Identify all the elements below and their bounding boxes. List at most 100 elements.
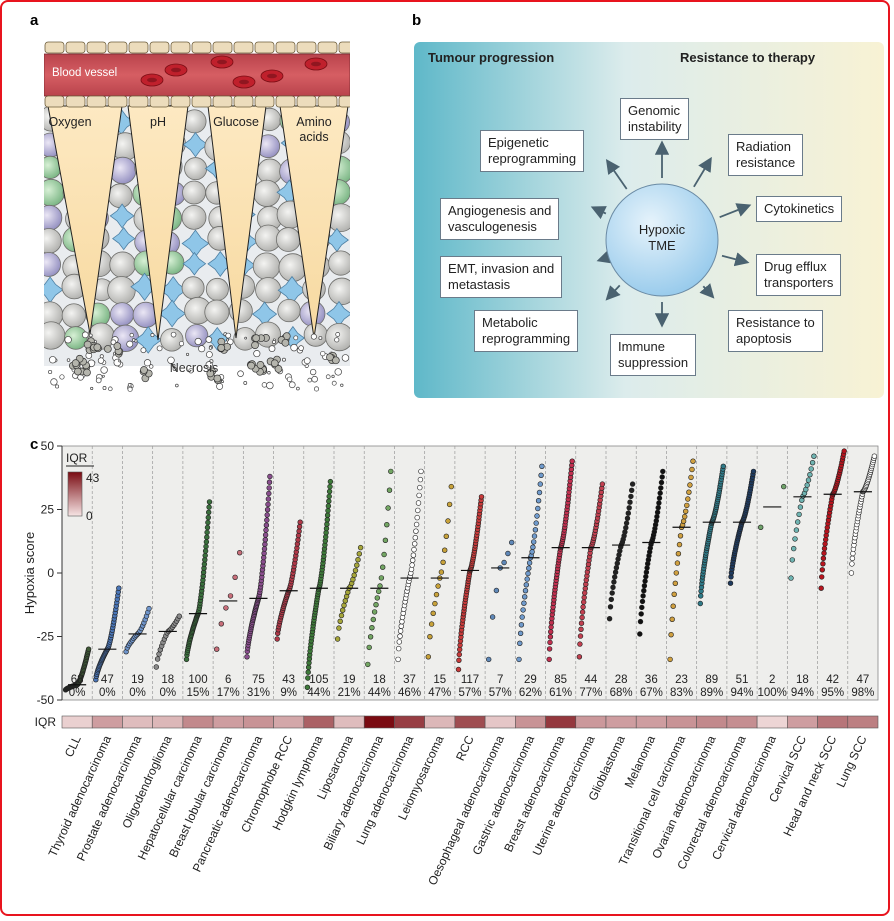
panel-label-a: a: [30, 12, 39, 29]
box-epigenetic-reprogramming: Epigenetic reprogramming: [480, 130, 585, 172]
sample-point: [523, 582, 529, 588]
hypoxic-tme-consequences-diagram: Tumour progression Resistance to therapy…: [410, 38, 890, 398]
sample-point: [578, 620, 585, 626]
iqr-cell: [394, 715, 425, 729]
sample-point: [446, 501, 453, 508]
sample-point: [264, 517, 270, 523]
heading-tumour-progression: Tumour progression: [428, 50, 555, 65]
sample-count-label: 85: [554, 674, 567, 686]
sample-point: [538, 472, 544, 478]
box-genomic-instability: Genomic instability: [620, 98, 690, 140]
sample-point: [805, 477, 812, 483]
sample-point: [337, 618, 343, 625]
sample-point: [430, 610, 436, 617]
sample-point: [381, 551, 387, 558]
sample-count-label: 29: [524, 674, 537, 686]
iqr-cell: [787, 715, 818, 729]
sample-point: [340, 607, 346, 613]
sample-point: [535, 505, 541, 512]
sample-point: [266, 485, 272, 491]
iqr-cell: [91, 715, 123, 729]
sample-point: [682, 508, 689, 515]
sample-point: [440, 559, 446, 566]
sample-point: [811, 453, 817, 459]
tumour-cell: [182, 180, 207, 205]
sample-point: [581, 594, 587, 601]
iqr-legend-min: 0: [86, 509, 93, 523]
sample-point: [305, 664, 312, 671]
sample-point: [526, 560, 533, 566]
sample-point: [352, 567, 359, 574]
sample-count-label: 117: [461, 674, 479, 686]
sample-point: [642, 578, 648, 584]
sample-point: [577, 641, 583, 647]
iqr-cell: [424, 715, 456, 729]
sample-point: [336, 625, 342, 631]
iqr-cell: [152, 715, 184, 729]
tumour-cell: [255, 277, 282, 304]
sample-point: [153, 664, 160, 670]
tumour-cell: [275, 227, 301, 252]
sample-count-label: 6: [225, 674, 231, 686]
sample-point: [671, 591, 677, 598]
sample-point: [804, 482, 810, 488]
sample-point: [821, 545, 828, 552]
sample-point: [643, 573, 649, 580]
sample-point: [338, 612, 345, 619]
sample-point: [611, 579, 617, 585]
sample-point: [456, 651, 462, 658]
sample-point: [265, 496, 272, 502]
sample-point: [668, 632, 674, 638]
sample-point: [780, 483, 787, 490]
sample-point: [204, 529, 210, 536]
hypoxic-percent-label: 17%: [217, 687, 240, 699]
sample-point: [326, 488, 333, 495]
sample-point: [517, 640, 523, 647]
sample-point: [373, 602, 379, 608]
sample-point: [623, 524, 629, 531]
sample-point: [536, 489, 543, 496]
effect-arrow: [596, 249, 613, 264]
sample-point: [214, 646, 220, 652]
effect-arrow: [721, 252, 750, 267]
sample-point: [599, 481, 606, 487]
sample-point: [445, 518, 451, 524]
sample-point: [370, 616, 376, 623]
sample-count-label: 28: [615, 674, 628, 686]
y-axis-label: Hypoxia score: [22, 532, 37, 614]
tumour-cell: [64, 326, 88, 350]
tumour-cell: [277, 298, 301, 323]
hypoxic-percent-label: 89%: [700, 687, 723, 699]
sample-point: [455, 666, 462, 673]
sample-point: [547, 639, 553, 646]
sample-point: [684, 502, 690, 509]
sample-point: [548, 624, 554, 630]
necrosis-label: Necrosis: [170, 361, 219, 375]
sample-point: [637, 618, 644, 625]
sample-point: [547, 634, 554, 640]
sample-point: [681, 513, 688, 520]
box-drug-efflux-transporters: Drug efflux transporters: [756, 254, 842, 296]
sample-point: [304, 684, 311, 691]
iqr-row-label: IQR: [35, 715, 57, 729]
box-radiation-resistance: Radiation resistance: [728, 134, 804, 176]
gradient-wedges: [47, 105, 349, 341]
immune-cell: [109, 203, 135, 229]
sample-point: [263, 522, 270, 528]
tumour-cell: [255, 321, 282, 348]
sample-point: [821, 550, 827, 556]
sample-point: [658, 485, 664, 491]
sample-count-label: 42: [826, 674, 839, 686]
sample-point: [546, 646, 553, 652]
sample-point: [803, 486, 809, 493]
sample-point: [794, 519, 801, 525]
sample-point: [367, 634, 374, 640]
category-label: Lung SCC: [834, 733, 870, 789]
sample-point: [581, 590, 588, 596]
sample-point: [202, 552, 208, 559]
sample-point: [640, 593, 646, 599]
sample-point: [232, 574, 238, 581]
effect-arrow: [605, 159, 628, 190]
vessel-lumen: [43, 53, 351, 97]
sample-point: [580, 604, 586, 610]
